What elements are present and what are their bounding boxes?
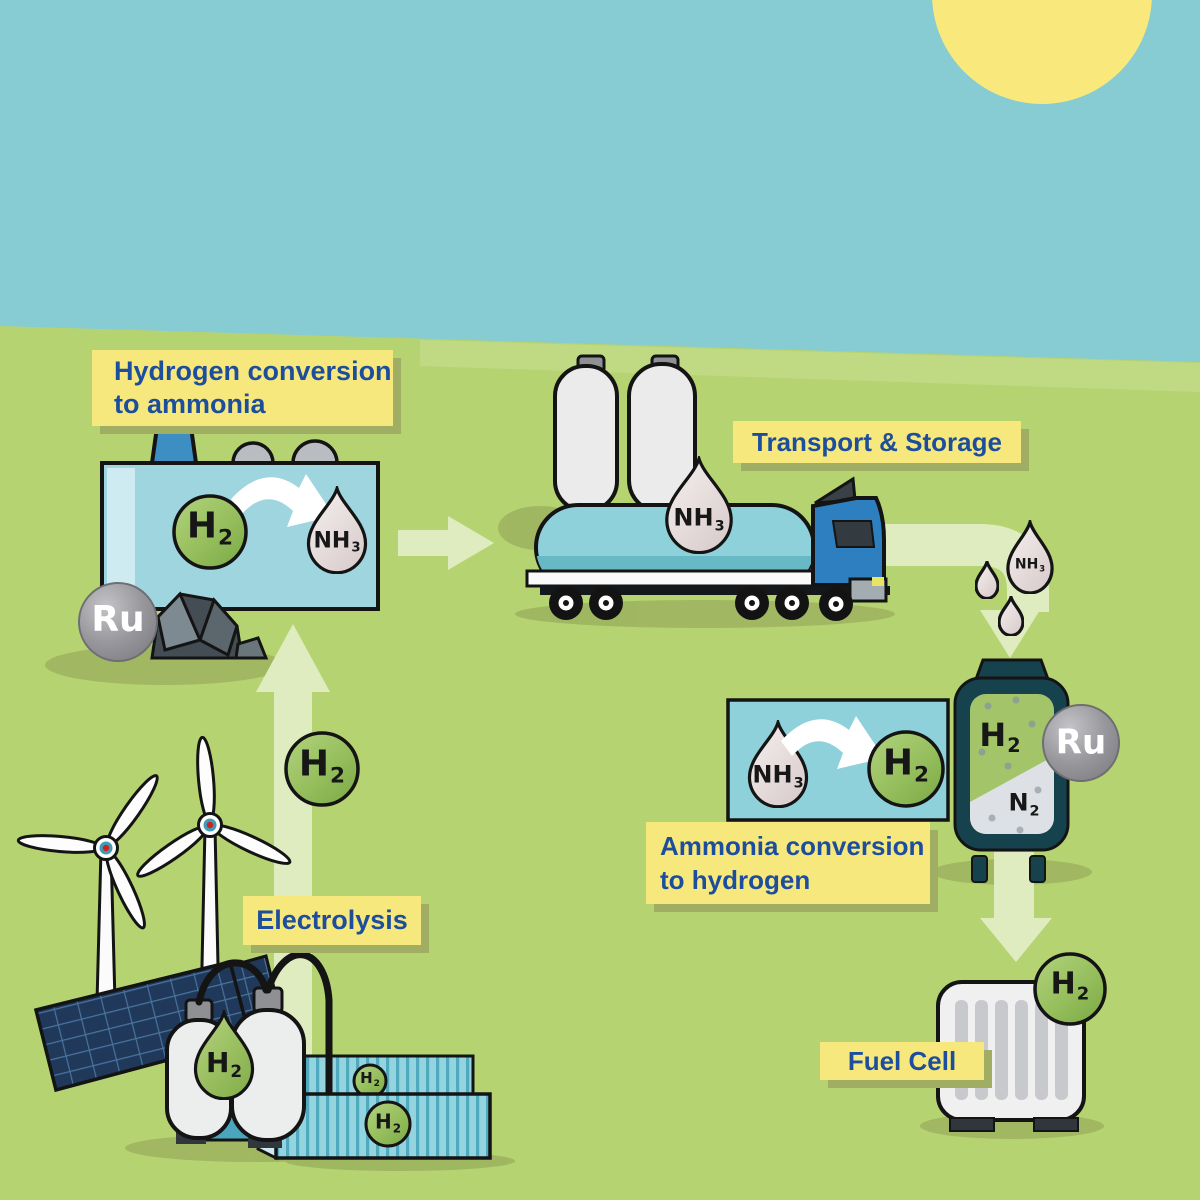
h2-label: H2: [298, 743, 346, 789]
nh3-label: NH3: [752, 760, 804, 792]
gas-dots: [978, 696, 1036, 770]
h2-circle-icon: [867, 730, 945, 808]
shipping-container-icon: [256, 1091, 492, 1161]
factory-wall-highlight: [107, 468, 135, 604]
tanker-truck: [525, 354, 890, 621]
arrow-right-factory-to-truck-icon: [398, 516, 494, 570]
ru-sphere-icon: [1042, 704, 1120, 782]
label-hydrogen-conversion: Hydrogen conversion to ammonia: [92, 350, 393, 426]
reaction-arrow-icon: [231, 474, 334, 527]
wind-turbine-icon: [136, 735, 292, 1036]
ammonia-conversion-box: [726, 698, 950, 822]
h2-label: H2: [360, 1069, 380, 1090]
nh3-label: NH3: [313, 528, 361, 556]
arrow-reactor-to-fuelcell-icon: [980, 852, 1052, 962]
fuel-cell-foot: [949, 1117, 995, 1132]
ammonia-factory: [78, 418, 380, 662]
label-fuel-cell: Fuel Cell: [820, 1042, 984, 1080]
label-transport-storage: Transport & Storage: [733, 421, 1021, 463]
nh3-label: NH3: [673, 503, 725, 535]
factory-dome-icon: [231, 441, 275, 465]
gas-dots: [988, 786, 1042, 834]
ru-label: Ru: [1055, 722, 1107, 763]
fuel-cell-foot: [1033, 1117, 1079, 1132]
headlight-icon: [872, 577, 884, 586]
label-line: Hydrogen conversion: [114, 356, 392, 386]
fuel-cell: [936, 952, 1107, 1132]
nh3-label: NH3: [1014, 556, 1046, 574]
catalyst-rock-icon: [150, 591, 269, 660]
reactor-n2-layer: [970, 756, 1054, 834]
reactor-leg: [971, 855, 988, 883]
h2-circle-icon: [172, 494, 248, 570]
h2-label: H2: [205, 1045, 243, 1082]
label-electrolysis: Electrolysis: [243, 896, 421, 945]
ammonia-cracking-reactor: [953, 658, 1120, 883]
ru-label: Ru: [91, 599, 145, 641]
h2-circle-icon: [284, 731, 360, 807]
label-ammonia-conversion: Ammonia conversion to hydrogen: [646, 822, 930, 904]
h2-label: H2: [374, 1109, 402, 1136]
trailer-chassis: [540, 586, 890, 595]
sun-icon: [932, 0, 1152, 104]
ru-sphere-icon: [78, 582, 158, 662]
factory-dome-icon: [291, 439, 339, 465]
reactor-leg: [1029, 855, 1046, 883]
h2-circle-icon: [1033, 952, 1107, 1026]
cab-window: [831, 520, 876, 548]
factory-chimney-icon: [149, 418, 199, 465]
h2-label: H2: [882, 742, 930, 788]
h2-label: H2: [1050, 966, 1090, 1005]
ground-light-band: [420, 340, 1200, 392]
label-line: to hydrogen: [660, 865, 811, 895]
n2-label: N2: [1008, 788, 1040, 820]
h2-circle-icon: [364, 1100, 412, 1148]
hose-icon: [195, 951, 333, 1096]
label-line: to ammonia: [114, 389, 266, 419]
h2-label: H2: [979, 716, 1021, 758]
label-line: Ammonia conversion: [660, 831, 925, 861]
gas-cylinder: [553, 364, 619, 513]
truck-wheels: [549, 586, 853, 621]
reaction-arrow-icon: [781, 716, 884, 769]
electrolysis-scene: [16, 735, 492, 1161]
h2-label: H2: [186, 505, 234, 551]
